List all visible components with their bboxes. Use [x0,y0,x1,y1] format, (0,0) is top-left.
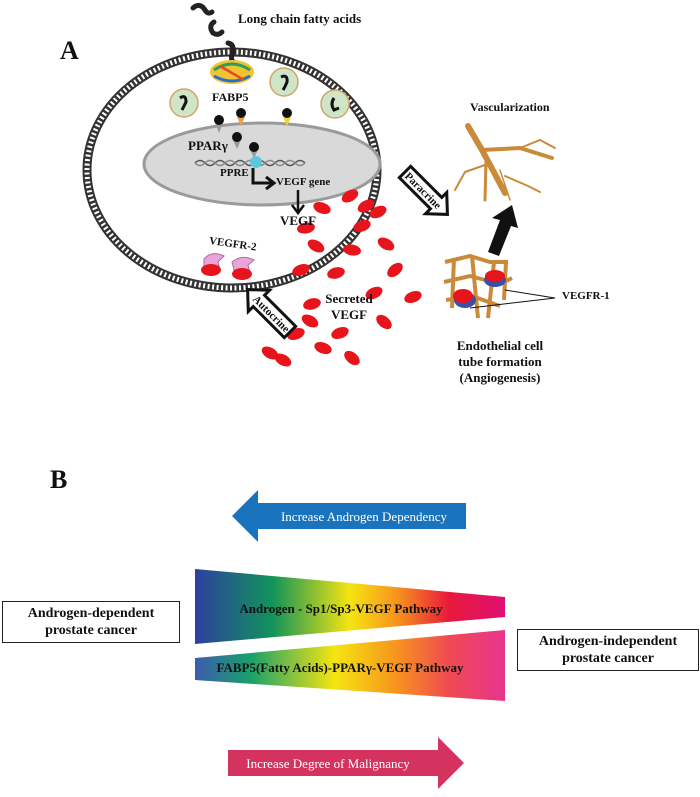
transcription-arrow-icon [251,168,277,191]
ppar-gamma-label: PPARγ [188,138,228,153]
pathway-1-label: Androgen - Sp1/Sp3-VEGF Pathway [239,601,443,616]
androgen-dependency-arrow: Increase Androgen Dependency [232,490,466,542]
right-box-line1: Androgen-independent [538,634,678,649]
vascularization-label: Vascularization [470,100,550,114]
vegf-particle [343,244,361,256]
vegf-particle [365,286,383,300]
endothelial-label: Endothelial cell tube formation (Angioge… [435,338,565,386]
pathway-2-label: FABP5(Fatty Acids)-PPARγ-VEGF Pathway [216,660,464,675]
vegf-particle [327,267,345,279]
vegf-particle [274,353,292,367]
vegf-particle [377,237,395,251]
vegf-particles [261,189,422,367]
dna-strand [194,159,306,167]
pathway-1-wedge [195,569,505,644]
vegf-particle [376,314,392,330]
fabp5-protein-bound [169,67,350,119]
ppar-ligand-pins [214,108,292,168]
vegfr2-receptors [201,253,255,280]
secreted-vegf-label: Secreted VEGF [319,291,379,323]
vegf-particle [331,326,349,340]
vegfr1-receptors [453,270,556,309]
ppre-label: PPRE [220,167,249,179]
vegf-particle [341,189,359,203]
vegf-particle [261,346,279,360]
androgen-dependency-label: Increase Androgen Dependency [281,509,448,524]
endothelial-line2: tube formation [458,354,542,369]
endothelial-line3: (Angiogenesis) [459,370,541,385]
fabp5-label: FABP5 [212,90,249,104]
paracrine-arrow: Paracrine [397,164,449,216]
vegf-particle [301,314,319,328]
vascular-tree-icon [454,123,556,202]
androgen-dependent-box: Androgen-dependent prostate cancer [2,601,180,643]
secreted-vegf-line2: VEGF [330,307,368,322]
fabp5-protein [210,60,254,84]
malignancy-label: Increase Degree of Malignancy [246,756,410,771]
left-box-line1: Androgen-dependent [27,606,155,621]
vegf-gene-label: VEGF gene [276,176,331,188]
fatty-acids-label: Long chain fatty acids [238,11,362,26]
panel-b-letter: B [50,465,68,494]
pathway-2-wedge [195,630,505,701]
vegf-particle [357,199,375,213]
vegf-particle [344,350,360,366]
vegf-particle [307,239,325,253]
panel-a-letter: A [60,36,79,65]
androgen-independent-box: Androgen-independent prostate cancer [517,629,699,671]
vegf-particle [404,290,422,304]
translation-arrow-icon [291,190,305,216]
vegfr1-label: VEGFR-1 [562,290,610,302]
vegf-particle [314,341,332,355]
ppre-binding-site [250,156,262,168]
fatty-acid-chains [190,2,236,65]
malignancy-arrow: Increase Degree of Malignancy [228,737,464,789]
endothelial-line1: Endothelial cell [456,338,544,353]
vegf-particle [313,201,331,215]
vegf-particle [303,298,321,310]
endothelial-network-icon [443,253,513,319]
right-box-line2: prostate cancer [562,651,654,666]
vegf-particle [369,205,387,219]
vegf-particle [353,219,371,233]
secreted-vegf-line1: Secreted [325,291,373,306]
nucleus [142,121,382,207]
vegf-particle [387,262,403,278]
vascularization-arrow-icon [488,205,518,256]
vegf-particle [297,222,315,234]
left-box-line2: prostate cancer [45,623,137,638]
vegf-label: VEGF [280,213,317,228]
vegf-particle [292,263,310,277]
